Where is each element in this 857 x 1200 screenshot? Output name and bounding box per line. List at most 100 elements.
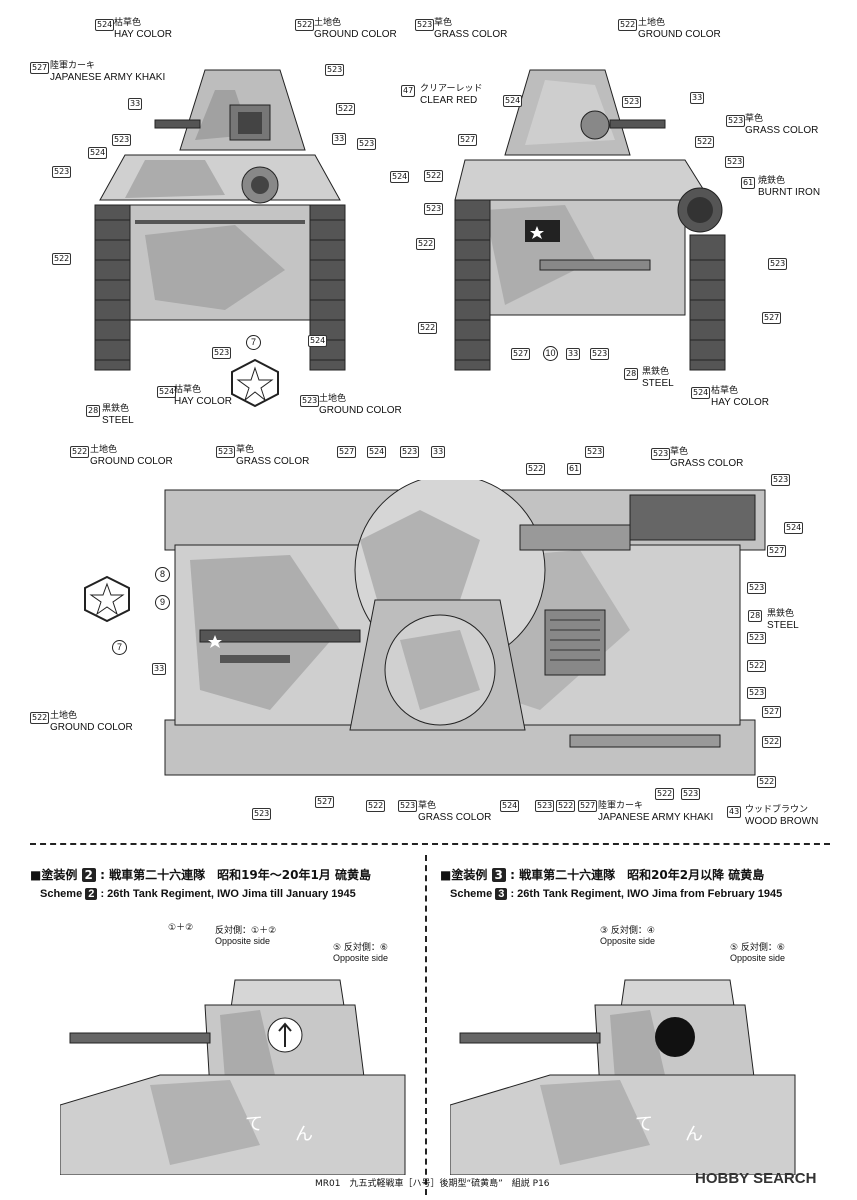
code-522: 522 xyxy=(655,788,675,800)
code-61: 61 xyxy=(567,463,582,475)
scheme3-title: ■塗装例 3 : 戦車第二十六連隊 昭和20年2月以降 硫黄島 xyxy=(440,868,765,882)
code-527: 527 xyxy=(762,312,782,324)
code-522: 522 xyxy=(416,238,436,250)
code-523: 523 xyxy=(726,115,746,127)
code-523: 523 xyxy=(52,166,72,178)
code-523: 523 xyxy=(651,448,671,460)
code-523: 523 xyxy=(590,348,610,360)
code-522: 522 xyxy=(52,253,72,265)
code-524: 524 xyxy=(157,386,177,398)
code-522: 522 xyxy=(295,19,315,31)
code-523: 523 xyxy=(771,474,791,486)
code-527: 527 xyxy=(315,796,335,808)
code-524: 524 xyxy=(95,19,115,31)
code-523: 523 xyxy=(585,446,605,458)
scheme2-note-1: ①＋② xyxy=(168,923,194,933)
code-523: 523 xyxy=(768,258,788,270)
code-524: 524 xyxy=(784,522,804,534)
scheme2-subtitle: Scheme 2 : 26th Tank Regiment, IWO Jima … xyxy=(40,888,356,900)
front-view-drawing xyxy=(94,69,346,371)
scheme3-subtitle: Scheme 3 : 26th Tank Regiment, IWO Jima … xyxy=(450,888,783,900)
scheme3-side-view: て ん xyxy=(450,979,796,1175)
marking-7: 7 xyxy=(246,335,261,350)
code-522: 522 xyxy=(418,322,438,334)
code-523: 523 xyxy=(300,395,320,407)
scheme2-title: ■塗装例 2 : 戦車第二十六連隊 昭和19年〜20年1月 硫黄島 xyxy=(30,868,371,882)
footer-text: MR01 九五式軽戦車［ハ号］後期型“硫黄島” 組説 P16 xyxy=(315,1179,550,1189)
code-33: 33 xyxy=(566,348,581,360)
column-divider xyxy=(425,855,427,1195)
code-522: 522 xyxy=(30,712,50,724)
code-522: 522 xyxy=(70,446,90,458)
code-524: 524 xyxy=(88,147,108,159)
marking-9: 9 xyxy=(155,595,170,610)
code-523: 523 xyxy=(681,788,701,800)
code-524: 524 xyxy=(308,335,328,347)
star-emblem-icon xyxy=(84,575,130,623)
code-522: 522 xyxy=(762,736,782,748)
code-527: 527 xyxy=(337,446,357,458)
svg-text:ん: ん xyxy=(295,1124,313,1145)
code-523: 523 xyxy=(216,446,236,458)
code-527: 527 xyxy=(767,545,787,557)
code-522: 522 xyxy=(424,170,444,182)
code-522: 522 xyxy=(336,103,356,115)
code-523: 523 xyxy=(325,64,345,76)
star-emblem-icon xyxy=(231,358,279,408)
code-33: 33 xyxy=(152,663,167,675)
code-522: 522 xyxy=(618,19,638,31)
svg-text:て: て xyxy=(635,1114,653,1135)
code-522: 522 xyxy=(757,776,777,788)
code-523: 523 xyxy=(398,800,418,812)
code-28: 28 xyxy=(624,368,639,380)
code-523: 523 xyxy=(400,446,420,458)
code-33: 33 xyxy=(332,133,347,145)
marking-10: 10 xyxy=(543,346,558,361)
code-523: 523 xyxy=(424,203,444,215)
code-523: 523 xyxy=(357,138,377,150)
code-523: 523 xyxy=(535,800,555,812)
code-33: 33 xyxy=(128,98,143,110)
code-522: 522 xyxy=(695,136,715,148)
code-523: 523 xyxy=(747,687,767,699)
code-527: 527 xyxy=(30,62,50,74)
code-47: 47 xyxy=(401,85,416,97)
code-523: 523 xyxy=(415,19,435,31)
code-527: 527 xyxy=(511,348,531,360)
marking-8: 8 xyxy=(155,567,170,582)
top-view-drawing xyxy=(164,480,766,776)
scheme2-side-view: て ん xyxy=(60,979,406,1175)
code-523: 523 xyxy=(622,96,642,108)
code-61: 61 xyxy=(741,177,756,189)
code-33: 33 xyxy=(431,446,446,458)
code-523: 523 xyxy=(725,156,745,168)
code-524: 524 xyxy=(691,387,711,399)
code-28: 28 xyxy=(748,610,763,622)
code-33: 33 xyxy=(690,92,705,104)
code-522: 522 xyxy=(556,800,576,812)
code-523: 523 xyxy=(112,134,132,146)
code-28: 28 xyxy=(86,405,101,417)
rear-view-drawing xyxy=(454,69,726,371)
code-522: 522 xyxy=(747,660,767,672)
code-524: 524 xyxy=(500,800,520,812)
code-522: 522 xyxy=(526,463,546,475)
